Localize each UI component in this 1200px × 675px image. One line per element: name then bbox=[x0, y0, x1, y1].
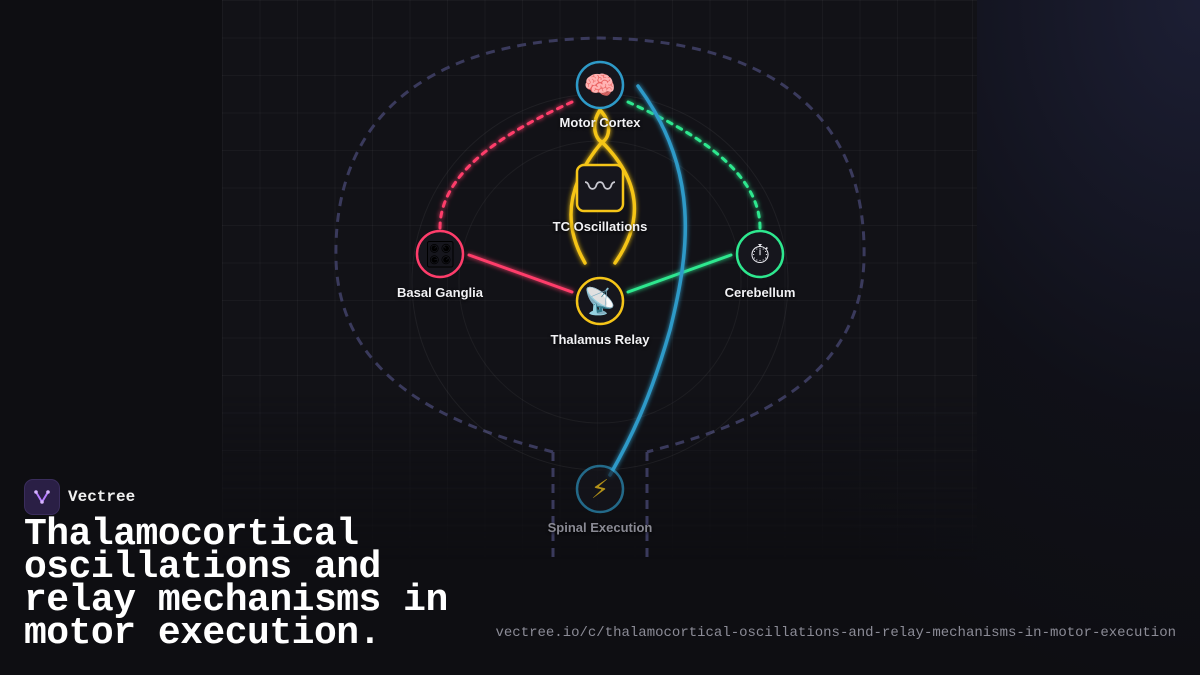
brain-icon[interactable]: 🧠 bbox=[583, 70, 617, 100]
brand-name: Vectree bbox=[68, 488, 136, 506]
stopwatch-icon[interactable]: ⏱ bbox=[749, 239, 771, 269]
basal-ganglia-label: Basal Ganglia bbox=[397, 285, 483, 300]
cerebellum-label: Cerebellum bbox=[724, 285, 796, 300]
motor-cortex-to-spinal-pathway bbox=[608, 84, 688, 477]
control-knobs-icon[interactable]: 🎛 bbox=[423, 239, 457, 269]
thalamus-relay-label: Thalamus Relay bbox=[550, 332, 650, 347]
motor-cortex-label: Motor Cortex bbox=[559, 115, 641, 130]
page-title: Thalamocortical oscillations and relay m… bbox=[24, 513, 448, 655]
basal-ganglia-ring bbox=[415, 229, 465, 279]
motor-cortex-ring bbox=[575, 60, 625, 110]
connection-basal-ganglia-to-thalamus bbox=[467, 253, 574, 294]
spinal-execution-ring bbox=[575, 464, 625, 514]
thalamus-relay-ring bbox=[575, 276, 625, 326]
lightning-icon[interactable]: ⚡ bbox=[590, 474, 610, 504]
connection-cerebellum-to-motor-cortex bbox=[626, 100, 762, 230]
tc-oscillations-label: TC Oscillations bbox=[552, 219, 648, 234]
brand[interactable]: Vectree bbox=[24, 479, 135, 515]
wave-icon[interactable]: 〰 bbox=[585, 171, 615, 204]
cerebellum-ring bbox=[735, 229, 785, 279]
spinal-execution-label: Spinal Execution bbox=[547, 520, 653, 535]
brain-outline bbox=[334, 36, 866, 454]
satellite-antenna-icon[interactable]: 📡 bbox=[583, 286, 617, 316]
connection-basal-ganglia-to-motor-cortex bbox=[438, 100, 574, 230]
connection-cerebellum-to-thalamus bbox=[626, 253, 733, 294]
tc-oscillations-box bbox=[575, 163, 625, 213]
page-url[interactable]: vectree.io/c/thalamocortical-oscillation… bbox=[495, 625, 1176, 641]
tc-oscillation-loop bbox=[569, 108, 637, 265]
vectree-logo-icon bbox=[24, 479, 60, 515]
